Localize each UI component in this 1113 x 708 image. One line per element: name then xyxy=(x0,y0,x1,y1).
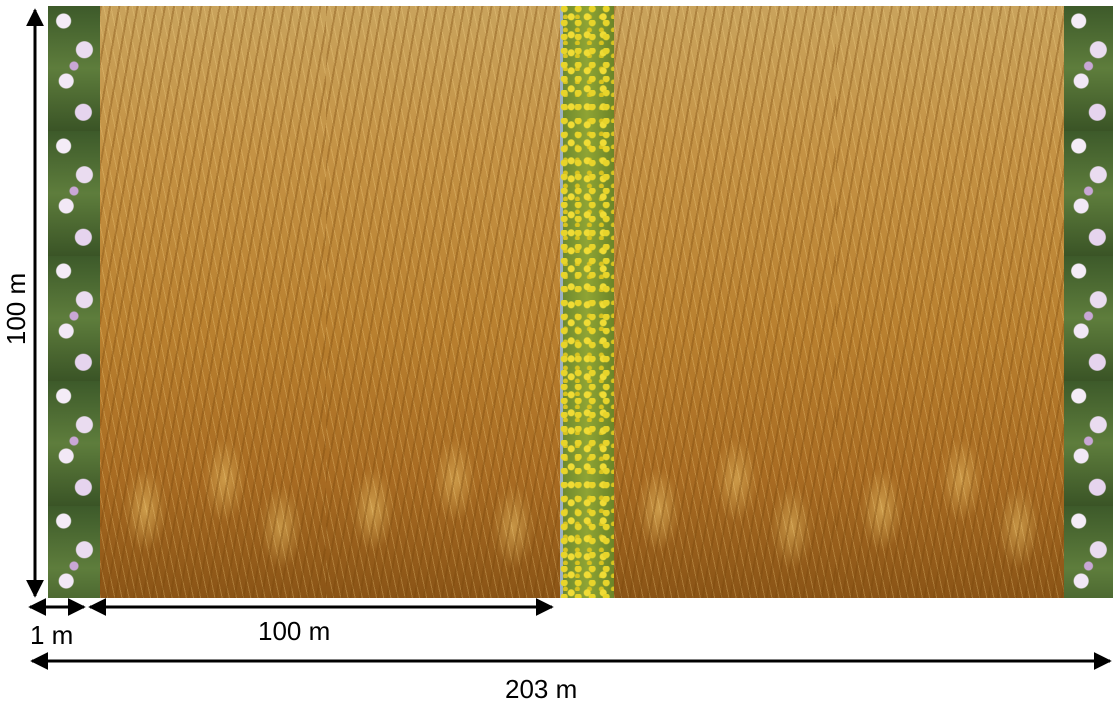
left-flower-strip xyxy=(48,6,100,598)
canola-strip xyxy=(560,6,614,598)
right-flower-strip xyxy=(1064,6,1113,598)
wheat-plot-4 xyxy=(836,6,1064,598)
wheat-plot-2 xyxy=(326,6,560,598)
height-label: 100 m xyxy=(1,272,32,346)
wheat-plot-3 xyxy=(614,6,836,598)
border-width-label: 1 m xyxy=(30,620,74,650)
total-width-label: 203 m xyxy=(505,674,578,704)
plot-width-label: 100 m xyxy=(258,616,331,646)
wheat-plot-1 xyxy=(100,6,326,598)
